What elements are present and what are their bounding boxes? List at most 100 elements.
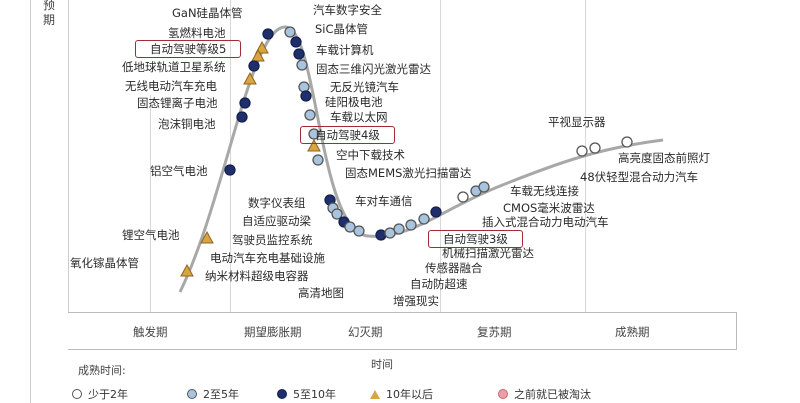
- circle-marker: [589, 142, 601, 154]
- circle-marker: [457, 191, 469, 203]
- circle-marker: [478, 181, 490, 193]
- tech-label: 汽车数字安全: [313, 3, 382, 17]
- highlighted-tech-label: 自动驾驶4级: [300, 126, 395, 144]
- grid-line: [150, 95, 151, 312]
- circle-marker: [384, 227, 396, 239]
- tech-label: 无反光镜汽车: [330, 80, 399, 94]
- circle-marker: [344, 221, 356, 233]
- tech-label: 低地球轨道卫星系统: [122, 60, 226, 74]
- circle-marker: [248, 60, 260, 72]
- tech-label: 48伏轻型混合动力汽车: [580, 170, 699, 184]
- legend-label: 之前就已被淘汰: [514, 388, 591, 401]
- grid-line: [440, 0, 441, 312]
- tech-label: 固态MEMS激光扫描雷达: [345, 166, 472, 180]
- phase-trough: 幻灭期: [348, 325, 383, 339]
- circle-marker: [224, 164, 236, 176]
- circle-marker: [393, 223, 405, 235]
- legend-item: 2至5年: [187, 386, 239, 402]
- triangle-marker: [200, 230, 214, 244]
- circle-marker: [239, 97, 251, 109]
- legend-item: 5至10年: [277, 386, 336, 402]
- tech-label: 自动防超速: [410, 277, 468, 291]
- tech-label: 车载无线连接: [510, 184, 579, 198]
- circle-marker: [236, 111, 248, 123]
- legend-label: 少于2年: [88, 388, 128, 401]
- circle-marker: [331, 208, 343, 220]
- hype-curve: [178, 25, 664, 293]
- tech-label: 空中下载技术: [336, 148, 405, 162]
- triangle-icon: [370, 389, 380, 399]
- tech-label: CMOS毫米波雷达: [503, 201, 595, 215]
- legend-label: 5至10年: [293, 388, 336, 401]
- tech-label: 驾驶员监控系统: [232, 233, 313, 247]
- tech-label: 锂空气电池: [122, 228, 180, 242]
- tech-label: 氧化镓晶体管: [70, 256, 139, 270]
- tech-label: 固态三维闪光激光雷达: [316, 62, 431, 76]
- tech-label: 车对车通信: [355, 194, 413, 208]
- legend-item: 少于2年: [72, 386, 128, 402]
- tech-label: 传感器融合: [425, 261, 483, 275]
- legend-item: 之前就已被淘汰: [498, 386, 591, 402]
- tech-label: SiC晶体管: [315, 22, 369, 36]
- tech-label: 纳米材料超级电容器: [205, 269, 309, 283]
- circle-marker: [284, 26, 296, 38]
- triangle-marker: [255, 40, 269, 54]
- left-border: [30, 0, 31, 403]
- tech-label: 平视显示器: [548, 115, 606, 129]
- circle-icon: [72, 389, 82, 399]
- circle-marker: [621, 136, 633, 148]
- tech-label: 无线电动汽车充电: [125, 79, 217, 93]
- tech-label: 硅阳极电池: [325, 95, 383, 109]
- tech-label: 车载以太网: [330, 110, 388, 124]
- y-axis-label: 预期: [43, 0, 56, 27]
- phase-plateau: 成熟期: [615, 325, 650, 339]
- phase-trigger: 触发期: [133, 325, 168, 339]
- triangle-marker: [243, 71, 257, 85]
- circle-marker: [293, 48, 305, 60]
- circle-marker: [353, 225, 365, 237]
- tech-label: 固态锂离子电池: [137, 96, 218, 110]
- circle-marker: [290, 36, 302, 48]
- tech-label: 电动汽车充电基础设施: [210, 251, 325, 265]
- circle-icon: [277, 389, 287, 399]
- circle-marker: [405, 219, 417, 231]
- tech-label: 铝空气电池: [150, 164, 208, 178]
- highlighted-tech-label: 自动驾驶等级5: [135, 40, 242, 58]
- tech-label: 泡沫铜电池: [158, 117, 216, 131]
- tech-label: 高亮度固态前照灯: [618, 151, 710, 165]
- circle-marker: [576, 145, 588, 157]
- grid-line: [230, 0, 231, 312]
- tech-label: GaN硅晶体管: [172, 6, 243, 20]
- circle-marker: [298, 81, 310, 93]
- phase-box: [68, 312, 737, 350]
- y-axis-line: [68, 0, 69, 312]
- tech-label: 数字仪表组: [248, 196, 306, 210]
- phase-slope: 复苏期: [477, 325, 512, 339]
- triangle-marker: [180, 263, 194, 277]
- legend-title: 成熟时间:: [78, 364, 126, 377]
- x-axis-label: 时间: [371, 358, 393, 371]
- legend-item: 10年以后: [370, 386, 433, 402]
- tech-label: 机械扫描激光雷达: [442, 246, 534, 260]
- tech-label: 氢燃料电池: [168, 26, 226, 40]
- tech-label: 插入式混合动力电动汽车: [482, 215, 609, 229]
- circle-marker: [375, 229, 387, 241]
- circle-marker: [430, 206, 442, 218]
- circle-marker: [296, 59, 308, 71]
- circle-marker: [262, 28, 274, 40]
- circle-marker: [300, 90, 312, 102]
- circle-icon: [187, 389, 197, 399]
- tech-label: 自适应驱动梁: [242, 214, 311, 228]
- legend-label: 2至5年: [203, 388, 239, 401]
- circle-marker: [418, 213, 430, 225]
- phase-peak: 期望膨胀期: [244, 325, 302, 339]
- tech-label: 高清地图: [298, 286, 344, 300]
- triangle-marker: [251, 48, 265, 62]
- circle-marker: [304, 109, 316, 121]
- legend-label: 10年以后: [386, 388, 433, 401]
- tech-label: 车载计算机: [316, 43, 374, 57]
- triangle-marker: [307, 138, 321, 152]
- circle-marker: [312, 154, 324, 166]
